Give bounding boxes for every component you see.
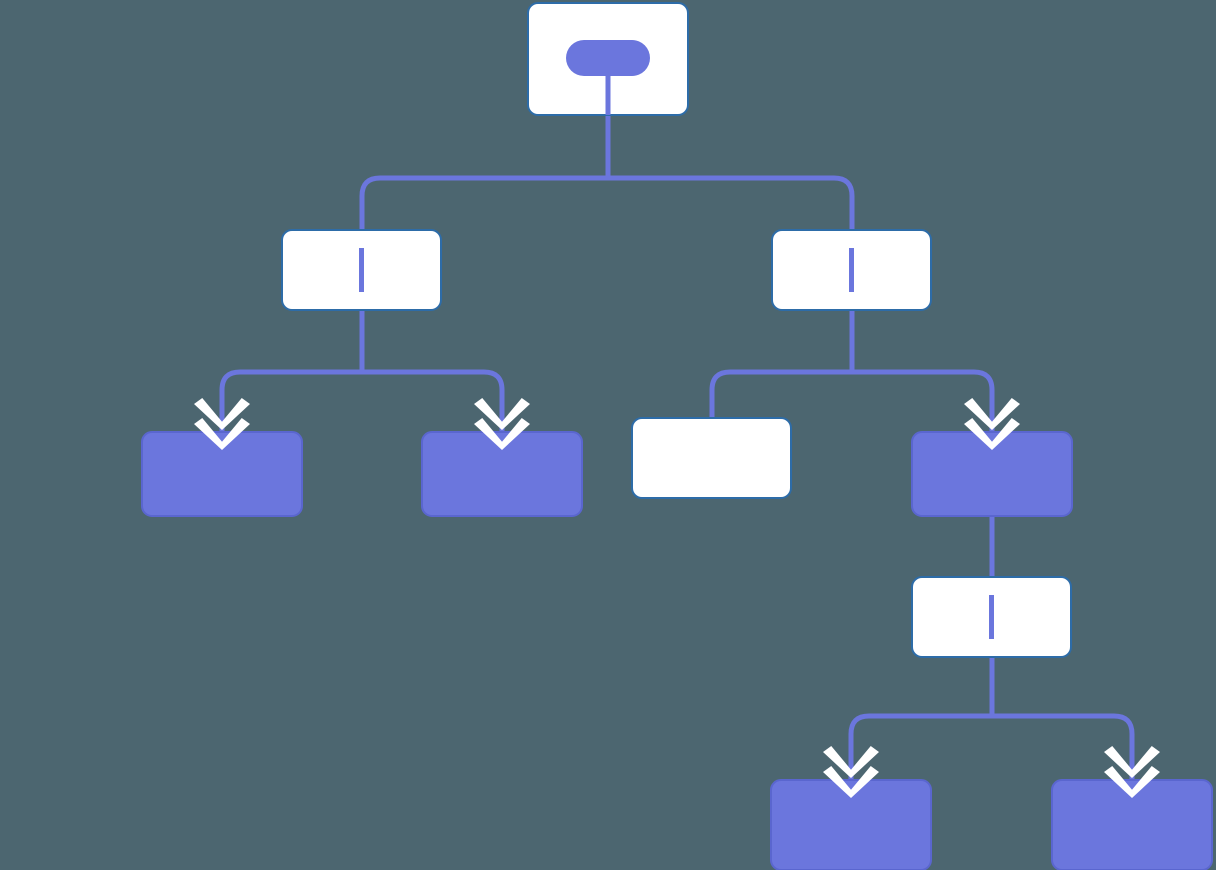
chevron-upper-leaf-1 bbox=[194, 397, 250, 430]
chevron-upper-leaf-4 bbox=[1104, 745, 1160, 778]
node-leaf-2[interactable] bbox=[421, 431, 583, 517]
chevron-lower-leaf-4 bbox=[1104, 765, 1160, 798]
arrowhead-leaf-3 bbox=[823, 745, 879, 798]
node-leaf-4[interactable] bbox=[1051, 779, 1213, 870]
nodes-layer bbox=[141, 2, 1213, 870]
node-branch-node[interactable] bbox=[911, 431, 1073, 517]
chevron-lower-leaf-1 bbox=[194, 417, 250, 450]
chevron-upper-leaf-2 bbox=[474, 397, 530, 430]
node-leaf-1[interactable] bbox=[141, 431, 303, 517]
node-box-leaf-3[interactable] bbox=[770, 779, 932, 870]
node-box-leaf-1[interactable] bbox=[141, 431, 303, 517]
edge-level5-bus-to-leaf4 bbox=[992, 713, 1135, 780]
node-root[interactable] bbox=[527, 2, 689, 116]
arrowhead-leaf-4 bbox=[1104, 745, 1160, 798]
arrowhead-leaf-1 bbox=[194, 397, 250, 450]
edge-right-bus-to-empty bbox=[709, 369, 852, 418]
edge-right-bus-to-branch bbox=[852, 369, 995, 432]
chevron-lower-leaf-3 bbox=[823, 765, 879, 798]
edge-level5-bus-to-leaf3 bbox=[848, 713, 992, 780]
node-leaf-3[interactable] bbox=[770, 779, 932, 870]
edge-left-bus-to-leaf2 bbox=[362, 369, 505, 432]
node-box-leaf-4[interactable] bbox=[1051, 779, 1213, 870]
node-box-leaf-2[interactable] bbox=[421, 431, 583, 517]
chevron-upper-leaf-3 bbox=[823, 745, 879, 778]
node-level4-white[interactable] bbox=[911, 576, 1072, 658]
node-level2-right[interactable] bbox=[771, 229, 932, 311]
arrowhead-leaf-2 bbox=[474, 397, 530, 450]
chevron-lower-leaf-2 bbox=[474, 417, 530, 450]
node-empty-node[interactable] bbox=[631, 417, 792, 499]
edge-bus-to-level2-left bbox=[359, 175, 608, 230]
node-level2-left[interactable] bbox=[281, 229, 442, 311]
arrowhead-branch-node bbox=[964, 397, 1020, 450]
chevron-lower-branch-node bbox=[964, 417, 1020, 450]
node-box-empty-node[interactable] bbox=[631, 417, 792, 499]
arrows-layer bbox=[194, 397, 1160, 798]
node-box-branch-node[interactable] bbox=[911, 431, 1073, 517]
chevron-upper-branch-node bbox=[964, 397, 1020, 430]
edge-bus-to-level2-right bbox=[608, 175, 855, 230]
edge-left-bus-to-leaf1 bbox=[219, 369, 362, 432]
